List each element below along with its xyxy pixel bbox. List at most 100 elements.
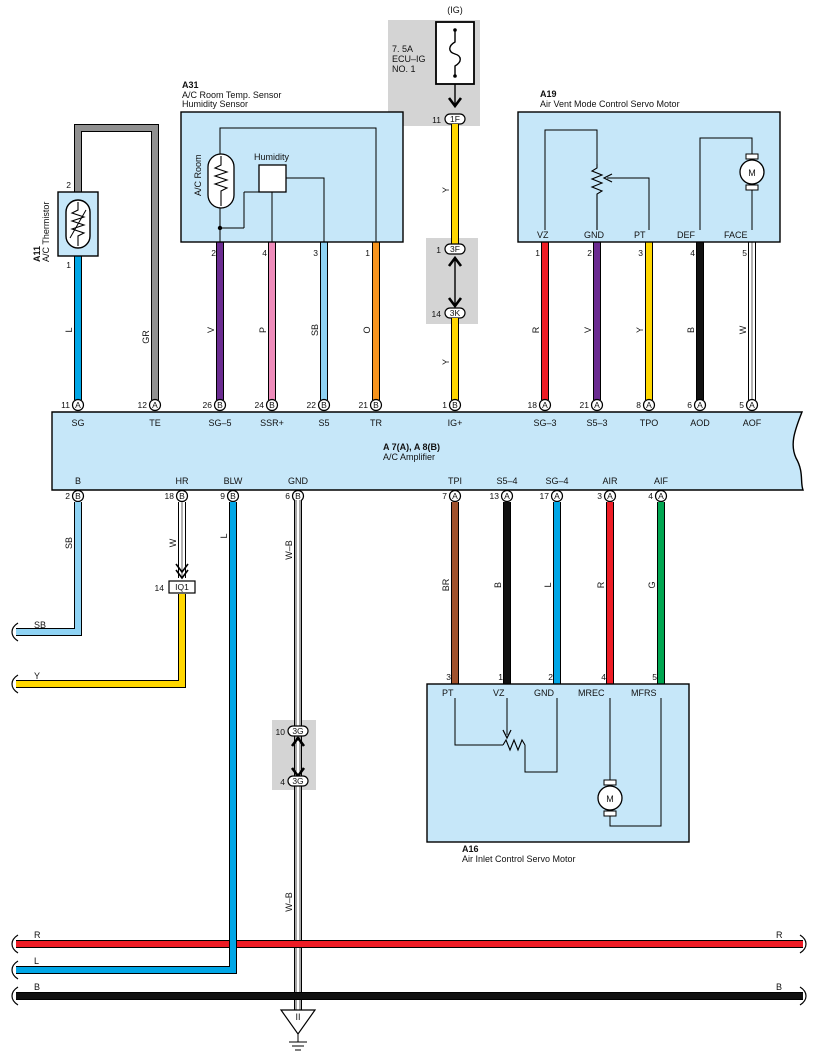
junction-3g: 3G 10 3G 4 W–B — [272, 500, 316, 1010]
svg-text:IQ1: IQ1 — [175, 582, 189, 592]
svg-text:4: 4 — [690, 248, 695, 258]
wire-label-bot-0: SB — [64, 537, 74, 549]
wire-label-top-9: V — [583, 327, 593, 333]
wire-label-top-10: Y — [635, 327, 645, 333]
amp-term-top-5: TR — [370, 418, 382, 428]
a31-pin-2: 2 — [211, 248, 216, 258]
a16-box — [426, 683, 690, 843]
amp-top-pin-11: A5 — [739, 398, 759, 412]
bus-label-r-right: R — [776, 930, 783, 940]
wire-break-icon-0 — [11, 622, 19, 642]
amp-term-bot-7: AIR — [602, 476, 618, 486]
a16-term-mfrs: MFRS — [631, 688, 657, 698]
svg-text:6: 6 — [687, 400, 692, 410]
wire-label-wb-lower: W–B — [284, 892, 294, 912]
a16-pin-2: 2 — [548, 672, 553, 682]
amp-bot-pin-2: B9 — [220, 489, 240, 503]
wire-l-blw — [16, 502, 237, 974]
svg-text:A: A — [749, 400, 755, 410]
svg-text:21: 21 — [359, 400, 369, 410]
amp-term-top-10: AOD — [690, 418, 710, 428]
svg-text:B: B — [75, 491, 81, 501]
svg-text:3G: 3G — [292, 776, 303, 786]
a16-pin-3: 4 — [601, 672, 606, 682]
amp-top-pin-5: B21 — [359, 398, 383, 412]
amp-top-pin-3: B24 — [255, 398, 279, 412]
a16-term-vz: VZ — [493, 688, 505, 698]
potentiometer-icon — [590, 164, 604, 230]
bus-label-l-left: L — [34, 956, 39, 966]
connector-arrow-icon — [175, 569, 189, 580]
svg-text:1: 1 — [535, 248, 540, 258]
amplifier-top-pins: A11SGA12TEB26SG–5B24SSR+B22S5B21TRB1IG+A… — [61, 398, 762, 428]
svg-text:B: B — [321, 400, 327, 410]
wire-label-bot-2: L — [219, 533, 229, 538]
svg-text:3F: 3F — [450, 244, 460, 254]
amp-term-top-11: AOF — [743, 418, 762, 428]
top-wires — [216, 242, 756, 400]
svg-text:18: 18 — [528, 400, 538, 410]
a16-pin-0: 3 — [446, 672, 451, 682]
wire-label-top-0: L — [64, 327, 74, 332]
wire-label-bot-3: W–B — [284, 540, 294, 560]
svg-text:2: 2 — [587, 248, 592, 258]
svg-text:5: 5 — [742, 248, 747, 258]
ground-symbol: II — [279, 1009, 317, 1051]
svg-text:1: 1 — [442, 400, 447, 410]
wire-label-top-5: O — [362, 326, 372, 333]
amp-bot-pin-3: B6 — [285, 489, 305, 503]
wire-label-top-1: GR — [141, 330, 151, 344]
svg-text:7: 7 — [442, 491, 447, 501]
fuse-ecu-ig: (IG) 7. 5A ECU–IG NO. 1 1F 11 — [388, 5, 480, 126]
amp-term-top-2: SG–5 — [208, 418, 231, 428]
a19-servo: A19 Air Vent Mode Control Servo Motor M … — [517, 89, 781, 258]
amp-top-pin-1: A12 — [138, 398, 162, 412]
amp-top-pin-10: A6 — [687, 398, 707, 412]
svg-text:1F: 1F — [450, 114, 460, 124]
svg-text:3: 3 — [597, 491, 602, 501]
bus-label-b-right: B — [776, 982, 782, 992]
svg-text:10: 10 — [276, 727, 286, 737]
a31-pin-1: 1 — [365, 248, 370, 258]
svg-text:8: 8 — [636, 400, 641, 410]
svg-text:A: A — [152, 400, 158, 410]
a16-term-mrec: MREC — [578, 688, 605, 698]
a11-code: A11 — [32, 246, 42, 262]
svg-text:24: 24 — [255, 400, 265, 410]
wire-sb-left — [16, 502, 82, 636]
wire-label-top-6: Y — [441, 187, 451, 193]
wire-label-bot-1: W — [168, 538, 178, 547]
amplifier-box — [51, 411, 805, 491]
amp-term-bot-5: S5–4 — [496, 476, 517, 486]
wire-label-left-sb: SB — [34, 620, 46, 630]
amp-bot-pin-4: A7 — [442, 489, 462, 503]
a11-name: A/C Thermistor — [41, 202, 51, 262]
bus-label-r-left: R — [34, 930, 41, 940]
amp-term-top-9: TPO — [640, 418, 659, 428]
amp-term-bot-1: HR — [176, 476, 189, 486]
amp-bot-pin-0: B2 — [65, 489, 85, 503]
amp-top-pin-9: A8 — [636, 398, 656, 412]
wire-label-top-8: R — [531, 326, 541, 333]
amp-bot-pin-7: A3 — [597, 489, 617, 503]
amp-term-top-0: SG — [71, 418, 84, 428]
a19-code: A19 — [540, 89, 557, 99]
a16-term-pt: PT — [442, 688, 454, 698]
amp-term-bot-3: GND — [288, 476, 309, 486]
wire-break-icon-l0 — [11, 934, 19, 954]
svg-text:21: 21 — [580, 400, 590, 410]
ac-amplifier: A 7(A), A 8(B) A/C Amplifier — [51, 411, 805, 491]
svg-text:4: 4 — [280, 777, 285, 787]
amp-top-pin-0: A11 — [61, 398, 85, 412]
svg-text:26: 26 — [203, 400, 213, 410]
a31-pin-3: 3 — [313, 248, 318, 258]
amp-term-top-3: SSR+ — [260, 418, 284, 428]
a11-pin-top: 2 — [66, 180, 71, 190]
connector-3f — [444, 243, 466, 255]
humidity-label: Humidity — [254, 152, 290, 162]
a19-term-gnd: GND — [584, 230, 605, 240]
svg-text:2: 2 — [65, 491, 70, 501]
